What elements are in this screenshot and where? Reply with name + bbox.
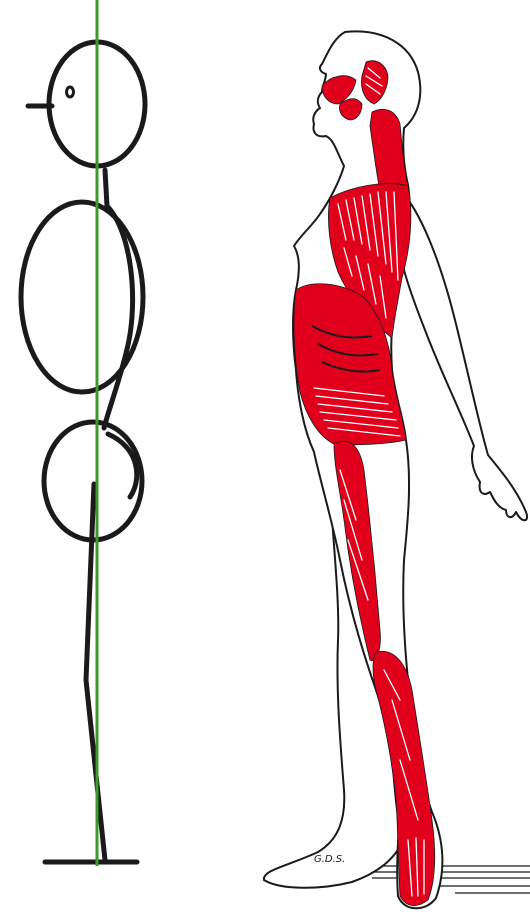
stick-neck-line: [105, 170, 107, 206]
stick-figure-diagram: [21, 0, 145, 866]
stick-eye: [67, 87, 74, 97]
artist-signature: G.D.S.: [314, 854, 345, 865]
stick-torso-oval: [21, 202, 143, 392]
anatomical-figure: G.D.S.: [264, 31, 530, 908]
far-arm: [398, 190, 527, 520]
